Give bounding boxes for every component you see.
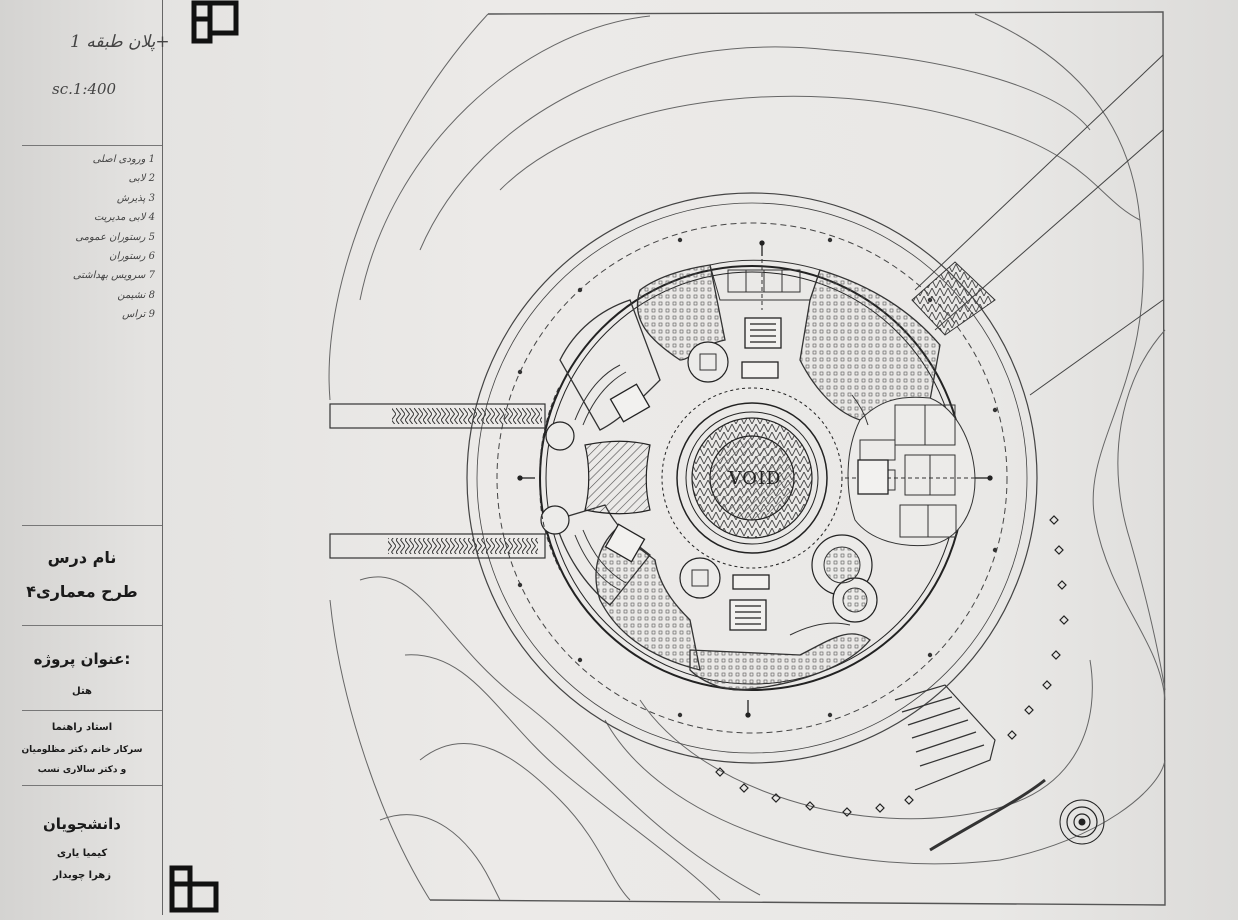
lobby-ring <box>661 387 843 569</box>
seating-arcs <box>539 364 869 636</box>
legend-item: 5 رستوران عمومی <box>75 231 155 243</box>
legend-item: 8 نشیمن <box>117 289 155 301</box>
stair-cores <box>604 317 889 631</box>
advisor-label: استاد راهنما <box>51 722 113 733</box>
legend-item: 4 لابی مدیریت <box>93 212 155 224</box>
project-label: :عنوان پروژه <box>33 650 131 668</box>
title-block-divider <box>22 145 162 146</box>
project-name: هتل <box>72 686 92 697</box>
axis-marks <box>517 240 993 718</box>
service-block-north <box>709 245 821 310</box>
legend-item: 7 سرویس بهداشتی <box>72 270 155 282</box>
round-pods <box>540 341 878 623</box>
void-atrium <box>691 417 813 539</box>
entrance-bridge-west-lower <box>329 533 546 559</box>
legend-item: 9 تراس <box>122 309 155 321</box>
logo-mark <box>169 865 219 913</box>
service-block-east <box>845 396 990 547</box>
legend-item: 6 رستوران <box>109 251 155 263</box>
sheet-scale: sc.1:400 <box>52 80 117 98</box>
room-legend: 1 ورودی اصلی 2 لابی 3 پذیرش 4 لابی مدیری… <box>72 150 155 325</box>
landscape-contours <box>328 13 1166 901</box>
room-zones <box>554 264 941 691</box>
site-boundary <box>429 11 1166 906</box>
course-label: نام درس <box>47 548 117 567</box>
title-block-divider <box>22 525 162 526</box>
sheet-title: پلان طبقه 1+ <box>70 32 170 52</box>
advisor-name: سرکار خانم دکتر مظلومیان <box>21 745 143 755</box>
title-block-divider <box>22 710 162 711</box>
students-label: دانشجویان <box>42 815 122 833</box>
pod-furniture <box>691 353 868 613</box>
advisor-name: و دکتر سالاری نسب <box>37 765 127 775</box>
entrance-bridge-northeast <box>911 54 1164 396</box>
void-label: VOID <box>728 468 782 489</box>
course-name: طرح معماری۴ <box>26 582 138 601</box>
title-block <box>12 0 163 915</box>
legend-item: 3 پذیرش <box>116 192 155 204</box>
logo-mark <box>191 0 239 44</box>
tree-symbols <box>715 515 1069 817</box>
entrance-bridge-west-upper <box>329 403 546 429</box>
legend-item: 1 ورودی اصلی <box>92 154 155 165</box>
west-lounge <box>584 440 651 515</box>
legend-item: 2 لابی <box>128 173 155 185</box>
terrace-rings <box>466 192 1038 764</box>
fountain <box>1059 799 1105 845</box>
title-block-divider <box>22 785 162 786</box>
title-block-divider <box>22 625 162 626</box>
student-name: کیمیا یاری <box>56 848 108 859</box>
student-name: زهرا چوبدار <box>52 870 111 881</box>
entrance-stair-southeast <box>894 684 1046 852</box>
